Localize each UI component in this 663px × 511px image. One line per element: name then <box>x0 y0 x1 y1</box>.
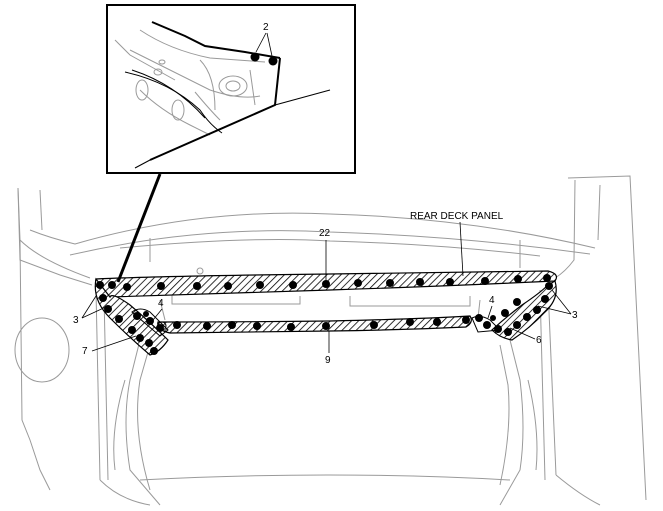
weld-points-upper <box>108 274 551 291</box>
callout-right-4: 4 <box>489 295 495 306</box>
inset-leader-line <box>116 173 162 283</box>
callout-right-3: 3 <box>572 310 578 321</box>
callout-6: 6 <box>536 335 542 346</box>
weld-points-left-corner <box>96 281 164 355</box>
callout-left-3: 3 <box>73 315 79 326</box>
weld-points-right-corner <box>475 282 553 336</box>
deck-panel-lower-flange <box>157 315 472 334</box>
callout-22: 22 <box>319 228 331 239</box>
detail-inset: 2 <box>106 4 356 174</box>
body-outline <box>14 175 647 506</box>
deck-panel-right-corner <box>491 280 557 341</box>
left-bracket <box>131 308 169 337</box>
callout-rear-deck-panel: REAR DECK PANEL <box>410 211 504 222</box>
deck-panel-left-corner <box>94 277 169 356</box>
callout-left-4: 4 <box>158 298 164 309</box>
callout-left-7: 7 <box>82 346 88 357</box>
callout-9: 9 <box>325 355 331 366</box>
weld-points-lower <box>173 316 470 331</box>
inset-callout-2: 2 <box>263 22 269 33</box>
